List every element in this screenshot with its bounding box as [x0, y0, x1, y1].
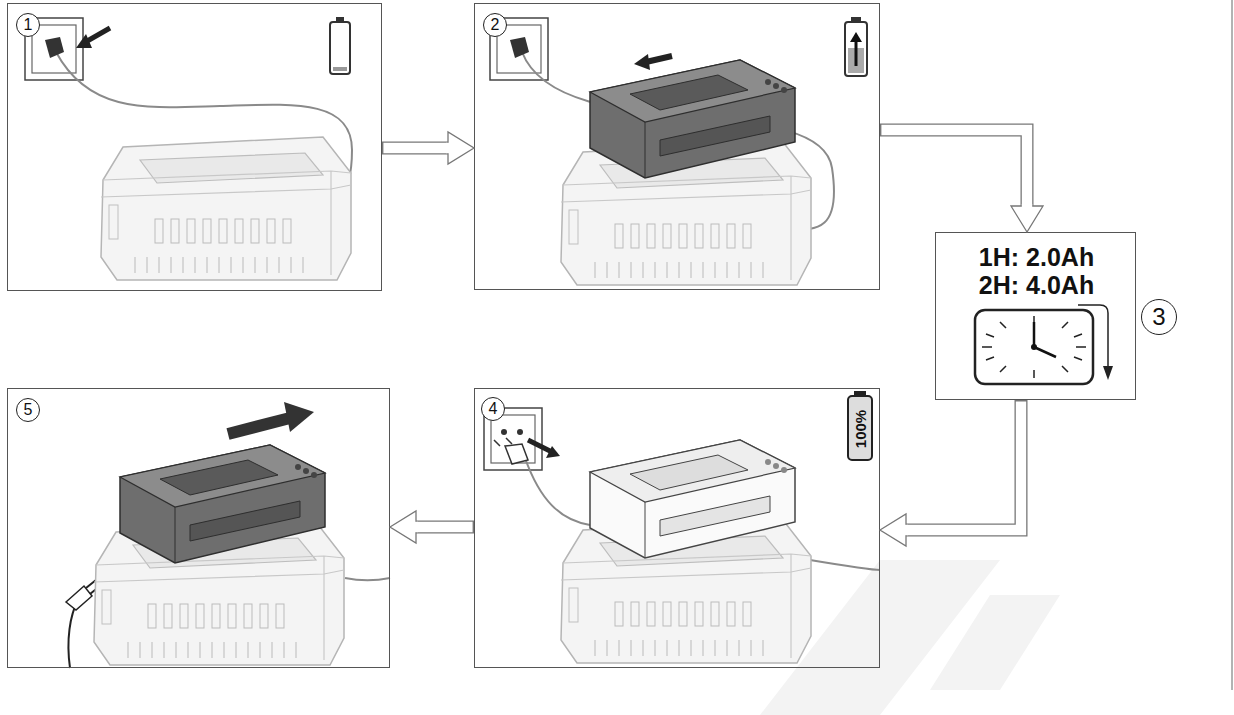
arrow-joint	[415, 522, 418, 532]
step-number: 1	[16, 13, 40, 37]
arrow-shaft-outline	[416, 521, 474, 534]
step-number: 3	[1141, 299, 1177, 335]
charge-level: 100%	[853, 410, 869, 448]
step-panel: 1	[7, 3, 382, 291]
step-panel: 2	[474, 3, 880, 290]
hollow-arrow	[880, 400, 1021, 546]
arrow-head	[448, 132, 474, 164]
step-number: 4	[481, 397, 505, 421]
arrow-shaft-fill	[906, 401, 1021, 530]
slide-arrow	[646, 56, 672, 62]
arrow-joint	[1022, 204, 1032, 207]
arrow-shaft-fill	[881, 130, 1027, 206]
time-arrow-head	[1103, 366, 1113, 380]
slide-arrow-head	[634, 54, 650, 70]
battery-pack	[590, 60, 795, 178]
step-1-illustration	[25, 17, 352, 280]
unplug-arrow-head	[546, 446, 560, 458]
clock-hands	[1034, 322, 1056, 357]
arrow-shaft-outline	[880, 130, 1027, 206]
watermark-shape	[930, 595, 1060, 690]
arrow-head	[880, 514, 906, 546]
charging-arrow	[855, 40, 858, 66]
plug	[45, 37, 64, 58]
battery-icon-cap	[851, 17, 861, 22]
clock	[975, 310, 1093, 384]
charge-time: 1H: 2.0Ah	[936, 243, 1137, 271]
battery-icon-cap	[336, 17, 344, 22]
time-arrow	[1078, 305, 1108, 368]
plug-pins	[494, 438, 512, 446]
power-cord	[345, 578, 390, 580]
step-panel: 4 100%	[474, 388, 880, 668]
clock-ticks	[982, 316, 1086, 378]
battery-icon	[845, 22, 867, 76]
arrow-head	[1011, 206, 1043, 232]
battery-icon	[330, 22, 350, 74]
charging-arrow-head	[850, 32, 862, 42]
charge-time: 2H: 4.0Ah	[936, 271, 1137, 299]
arrow-head	[390, 511, 416, 543]
hollow-arrow	[382, 132, 474, 164]
battery-pack	[120, 445, 325, 563]
step-number: 5	[16, 398, 40, 422]
step-panel: 5	[7, 388, 390, 668]
step-panel: 1H: 2.0Ah2H: 4.0Ah3	[935, 232, 1136, 400]
plug	[66, 586, 92, 610]
hollow-arrow	[880, 130, 1043, 232]
step-number: 2	[483, 13, 507, 37]
step-5-illustration	[66, 402, 390, 668]
arrow-shaft-fill	[383, 143, 448, 153]
insert-arrow-head	[76, 34, 92, 48]
arrow-shaft-fill	[416, 522, 473, 532]
step-4-illustration	[484, 391, 880, 663]
arrow-shaft-outline	[906, 400, 1021, 530]
power-cord	[810, 560, 880, 570]
battery-level	[333, 67, 347, 71]
clock-center	[1031, 344, 1037, 350]
page-border	[1232, 0, 1233, 690]
step-2-illustration	[490, 17, 867, 285]
power-cord	[525, 458, 590, 525]
unplug-arrow	[528, 440, 552, 452]
remove-arrow-head	[284, 402, 314, 432]
plug	[505, 444, 528, 464]
arrow-joint	[905, 525, 908, 535]
battery-icon-cap	[854, 391, 866, 396]
socket-hole	[501, 429, 507, 435]
remove-arrow	[228, 418, 290, 434]
plug	[510, 37, 529, 58]
hollow-arrow	[390, 511, 474, 543]
socket-hole	[517, 429, 523, 435]
arrow-joint	[446, 143, 449, 153]
arrow-shaft-outline	[382, 142, 448, 155]
step-3-illustration	[975, 305, 1113, 384]
charger	[101, 137, 351, 280]
full-battery-icon	[848, 396, 872, 460]
battery-pack	[590, 440, 795, 558]
